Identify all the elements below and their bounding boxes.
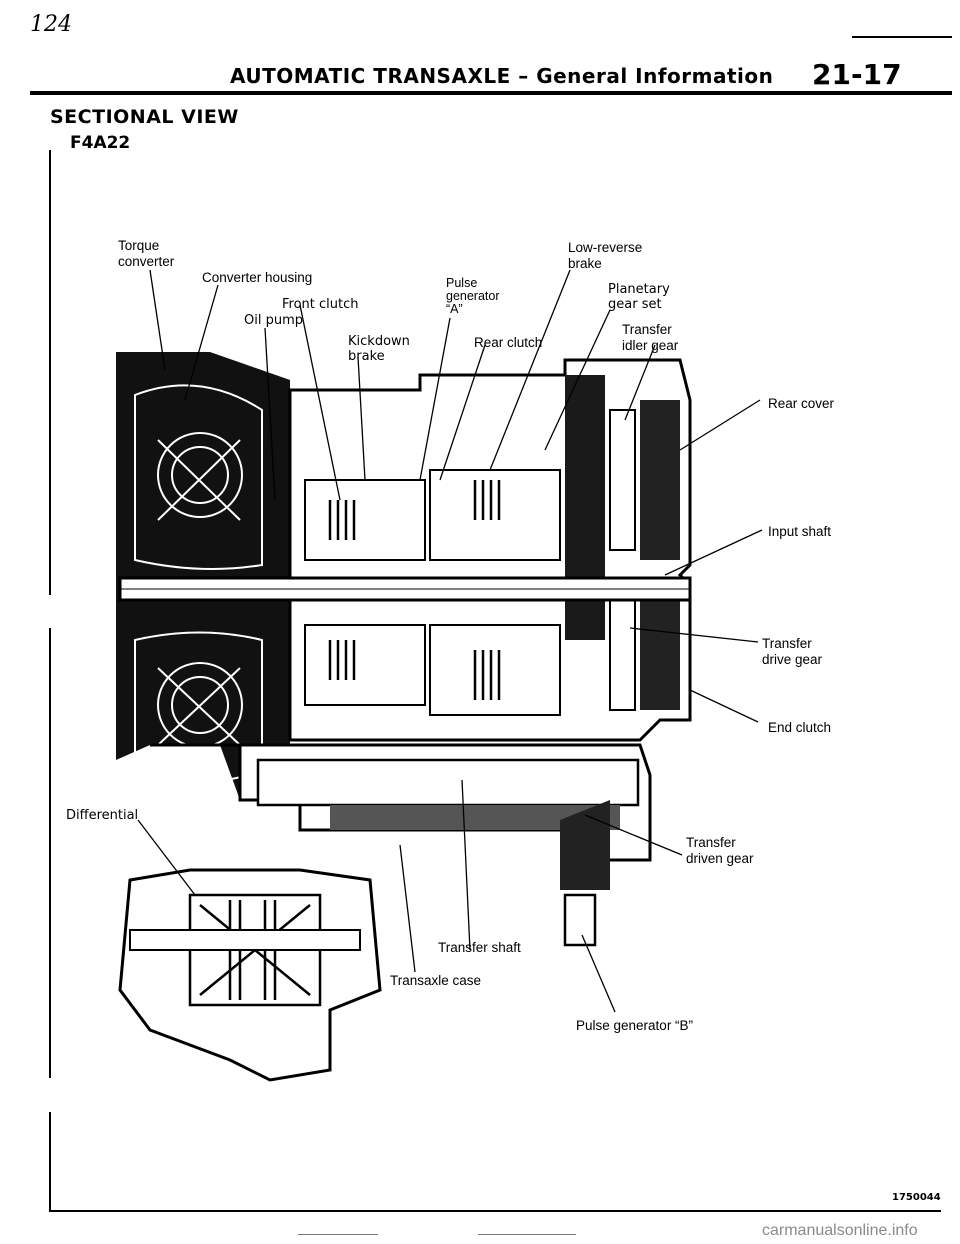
label-pulse-generator-a-line1: Pulse [446,276,478,290]
label-rear-clutch: Rear clutch [474,335,543,350]
label-rear-cover: Rear cover [768,396,835,411]
page-number: 21-17 [812,58,902,91]
footer-rule-right [478,1234,576,1235]
bottom-rule [49,1210,941,1212]
label-low-reverse-brake-line1: Low-reverse [568,240,643,255]
margin-rule-bottom [49,1112,51,1212]
label-planetary-gear-set-line2: gear set [608,297,662,312]
margin-rule-middle [49,628,51,1078]
label-pulse-generator-a: Pulse generator “A” [446,277,500,316]
label-pulse-generator-b: Pulse generator “B” [576,1018,694,1033]
label-oil-pump: Oil pump [244,313,303,328]
header-top-rule [852,36,952,38]
figure-number: 1750044 [892,1192,941,1203]
label-transfer-driven-gear-line2: driven gear [686,851,754,866]
header-rule [30,91,952,95]
label-torque-converter-line1: Torque [118,238,160,253]
label-planetary-gear-set: Planetary gear set [608,282,670,312]
label-front-clutch: Front clutch [282,297,359,312]
label-transfer-idler-gear-line1: Transfer [622,322,672,337]
label-kickdown-brake: Kickdown brake [348,334,410,364]
label-pulse-generator-a-line3: “A” [446,302,463,316]
label-kickdown-brake-line2: brake [348,349,385,364]
margin-rule-top [49,150,51,595]
label-transfer-shaft: Transfer shaft [438,940,521,955]
label-end-clutch: End clutch [768,720,832,735]
page-title: AUTOMATIC TRANSAXLE – General Informatio… [230,64,774,88]
label-transfer-idler-gear: Transfer idler gear [622,322,678,354]
label-transfer-drive-gear-line2: drive gear [762,652,823,667]
label-transaxle-case: Transaxle case [390,973,482,988]
label-differential: Differential [66,808,139,823]
label-planetary-gear-set-line1: Planetary [608,282,670,297]
label-low-reverse-brake-line2: brake [568,256,602,271]
label-input-shaft: Input shaft [768,524,832,539]
label-transfer-driven-gear-line1: Transfer [686,835,736,850]
label-torque-converter-line2: converter [118,254,175,269]
section-title: SECTIONAL VIEW [50,106,239,128]
label-transfer-driven-gear: Transfer driven gear [686,835,754,867]
model-code: F4A22 [70,133,131,153]
label-kickdown-brake-line1: Kickdown [348,334,410,349]
label-transfer-drive-gear-line1: Transfer [762,636,812,651]
label-transfer-drive-gear: Transfer drive gear [762,636,822,668]
footer-watermark: carmanualsonline.info [762,1222,918,1239]
label-transfer-idler-gear-line2: idler gear [622,338,679,353]
handwritten-page-mark: 124 [30,12,72,37]
footer-rule-left [298,1234,378,1235]
label-torque-converter: Torque converter [118,238,174,270]
label-converter-housing: Converter housing [202,270,313,285]
label-pulse-generator-a-line2: generator [446,289,500,303]
label-low-reverse-brake: Low-reverse brake [568,240,642,272]
